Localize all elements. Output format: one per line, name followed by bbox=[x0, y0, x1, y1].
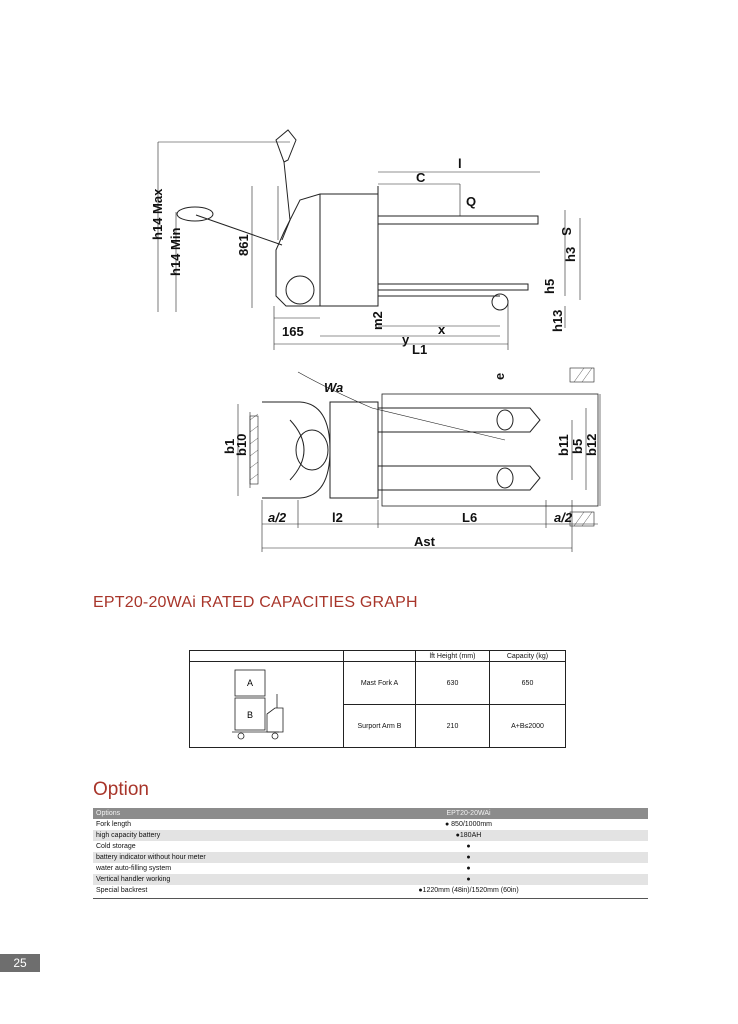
option-name: water auto-filling system bbox=[96, 865, 172, 872]
label-m2: m2 bbox=[370, 311, 385, 330]
label-h14-min: h14 Min bbox=[168, 228, 183, 276]
label-165: 165 bbox=[282, 324, 304, 339]
row-label: Surport Arm B bbox=[343, 704, 416, 748]
option-title: Option bbox=[93, 779, 149, 800]
side-view bbox=[157, 129, 581, 350]
label-b1: b1 bbox=[222, 439, 237, 454]
table-row: Cold storage ● bbox=[93, 841, 648, 852]
box-a-label: A bbox=[247, 678, 253, 688]
option-value: ● bbox=[289, 852, 648, 863]
option-value: ● bbox=[466, 865, 471, 872]
capacities-header-row: lft Height (mm) Capacity (kg) bbox=[189, 650, 566, 662]
option-name: Fork length bbox=[96, 821, 132, 828]
option-value: ●1220mm (48in)/1520mm (60in) bbox=[418, 887, 519, 894]
label-h13: h13 bbox=[550, 310, 565, 332]
label-b10: b10 bbox=[234, 434, 249, 456]
options-header-name: Options bbox=[93, 808, 289, 819]
label-c: C bbox=[416, 170, 426, 185]
label-h5: h5 bbox=[542, 279, 557, 294]
label-h14-max: h14 Max bbox=[150, 188, 165, 240]
capacities-row: Surport Arm B 210 A+B≤2000 bbox=[190, 704, 566, 748]
table-row: Vertical handler working ● bbox=[93, 874, 648, 885]
label-l: l bbox=[458, 156, 462, 171]
label-x: x bbox=[438, 322, 446, 337]
option-name: battery indicator without hour meter bbox=[93, 852, 289, 863]
option-value: ● 850/1000mm bbox=[444, 821, 493, 828]
header-empty-2 bbox=[343, 650, 416, 662]
row-height: 210 bbox=[415, 704, 490, 748]
label-y: y bbox=[402, 332, 410, 347]
label-s: S bbox=[559, 227, 574, 236]
top-view bbox=[237, 367, 601, 552]
header-empty-1 bbox=[189, 650, 344, 662]
label-b12: b12 bbox=[584, 434, 599, 456]
label-ast: Ast bbox=[414, 534, 436, 549]
label-861: 861 bbox=[236, 234, 251, 256]
label-q: Q bbox=[466, 194, 476, 209]
row-capacity: A+B≤2000 bbox=[489, 704, 566, 748]
label-b5: b5 bbox=[570, 439, 585, 454]
capacities-row: A B Mast Fork A 630 650 bbox=[189, 661, 566, 748]
row-height: 630 bbox=[415, 661, 490, 705]
table-row: battery indicator without hour meter ● bbox=[93, 852, 648, 863]
options-table: Options EPT20-20WAi Fork length ● 850/10… bbox=[93, 808, 648, 896]
header-capacity: Capacity (kg) bbox=[489, 650, 566, 662]
label-l2: l2 bbox=[332, 510, 343, 525]
option-name: Cold storage bbox=[96, 843, 136, 850]
option-name: Vertical handler working bbox=[93, 874, 289, 885]
label-l1: L1 bbox=[412, 342, 427, 357]
label-e: e bbox=[492, 373, 507, 380]
label-h3: h3 bbox=[563, 247, 578, 262]
label-b11: b11 bbox=[556, 434, 571, 456]
box-b-label: B bbox=[247, 710, 253, 720]
option-name: Special backrest bbox=[96, 887, 148, 894]
table-row: high capacity battery ●180AH bbox=[93, 830, 648, 841]
load-figure: A B bbox=[231, 669, 283, 739]
table-row: Special backrest ●1220mm (48in)/1520mm (… bbox=[93, 885, 648, 896]
capacities-figure-cell: A B bbox=[189, 661, 344, 748]
table-row: water auto-filling system ● bbox=[93, 863, 648, 874]
options-bottom-rule bbox=[93, 898, 648, 899]
row-capacity: 650 bbox=[489, 661, 566, 705]
option-value: ●180AH bbox=[289, 830, 648, 841]
options-header-row: Options EPT20-20WAi bbox=[93, 808, 648, 819]
label-a2-right: a/2 bbox=[554, 510, 573, 525]
label-l6: L6 bbox=[462, 510, 477, 525]
table-row: Fork length ● 850/1000mm bbox=[93, 819, 648, 830]
option-name: high capacity battery bbox=[93, 830, 289, 841]
label-wa: Wa bbox=[324, 380, 343, 395]
technical-drawing: l C Q S h3 h5 h13 h14 Max h14 Min 861 m2… bbox=[150, 129, 601, 552]
capacities-title: EPT20-20WAi RATED CAPACITIES GRAPH bbox=[93, 594, 418, 611]
header-lift-height: lft Height (mm) bbox=[415, 650, 490, 662]
label-a2-left: a/2 bbox=[268, 510, 287, 525]
row-label: Mast Fork A bbox=[343, 661, 416, 705]
option-value: ● bbox=[289, 874, 648, 885]
option-value: ● bbox=[466, 843, 471, 850]
options-header-value: EPT20-20WAi bbox=[289, 808, 648, 819]
capacities-table: lft Height (mm) Capacity (kg) A B Mast F… bbox=[189, 650, 566, 748]
page-number: 25 bbox=[0, 954, 40, 972]
